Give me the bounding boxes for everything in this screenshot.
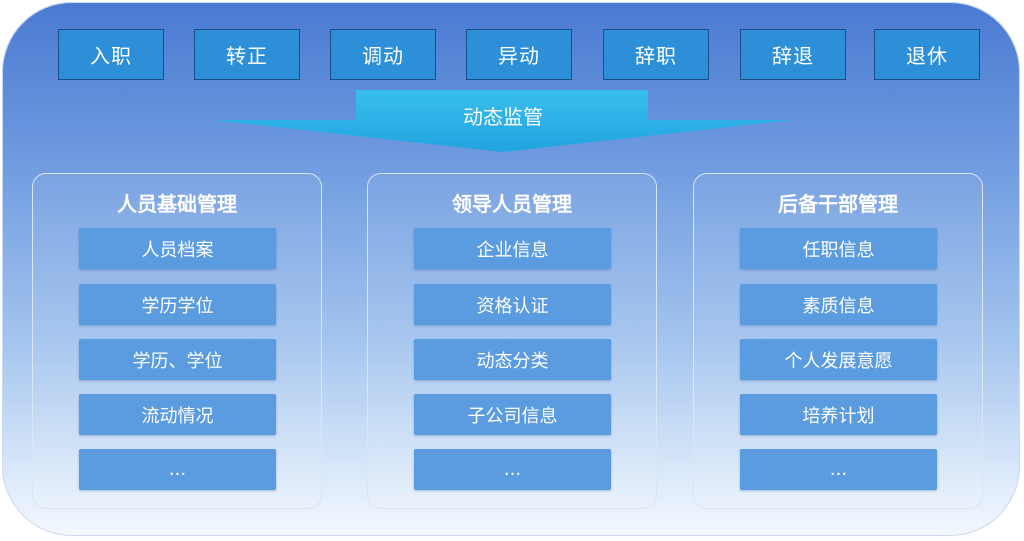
panel-item: 人员档案 xyxy=(79,228,276,269)
panel-title: 人员基础管理 xyxy=(117,192,237,216)
panel-reserve-cadre: 后备干部管理 任职信息 素质信息 个人发展意愿 培养计划 ... xyxy=(693,173,983,509)
panel-basic-personnel: 人员基础管理 人员档案 学历学位 学历、学位 流动情况 ... xyxy=(32,173,322,509)
stage-dismissal: 辞退 xyxy=(740,29,846,80)
panel-item: 培养计划 xyxy=(740,394,937,435)
panel-item-more: ... xyxy=(740,449,937,490)
panel-item: 企业信息 xyxy=(414,228,611,269)
panel-item: 素质信息 xyxy=(740,284,937,325)
stage-resignation: 辞职 xyxy=(603,29,709,80)
panel-item: 流动情况 xyxy=(79,394,276,435)
panel-item: 子公司信息 xyxy=(414,394,611,435)
arrow-label: 动态监管 xyxy=(463,105,543,129)
panel-item-more: ... xyxy=(79,449,276,490)
monitor-arrow xyxy=(212,90,793,152)
stage-regularization: 转正 xyxy=(194,29,300,80)
panel-item: 学历、学位 xyxy=(79,339,276,380)
stage-change: 异动 xyxy=(466,29,572,80)
panel-item: 个人发展意愿 xyxy=(740,339,937,380)
panel-leadership: 领导人员管理 企业信息 资格认证 动态分类 子公司信息 ... xyxy=(367,173,657,509)
stage-transfer: 调动 xyxy=(330,29,436,80)
panel-item-more: ... xyxy=(414,449,611,490)
panel-item: 资格认证 xyxy=(414,284,611,325)
panel-item: 学历学位 xyxy=(79,284,276,325)
panel-title: 领导人员管理 xyxy=(452,192,572,216)
stage-onboarding: 入职 xyxy=(58,29,164,80)
stage-retirement: 退休 xyxy=(874,29,980,80)
arrow-shape xyxy=(212,90,793,152)
panel-item: 动态分类 xyxy=(414,339,611,380)
panel-item: 任职信息 xyxy=(740,228,937,269)
panel-title: 后备干部管理 xyxy=(778,192,898,216)
